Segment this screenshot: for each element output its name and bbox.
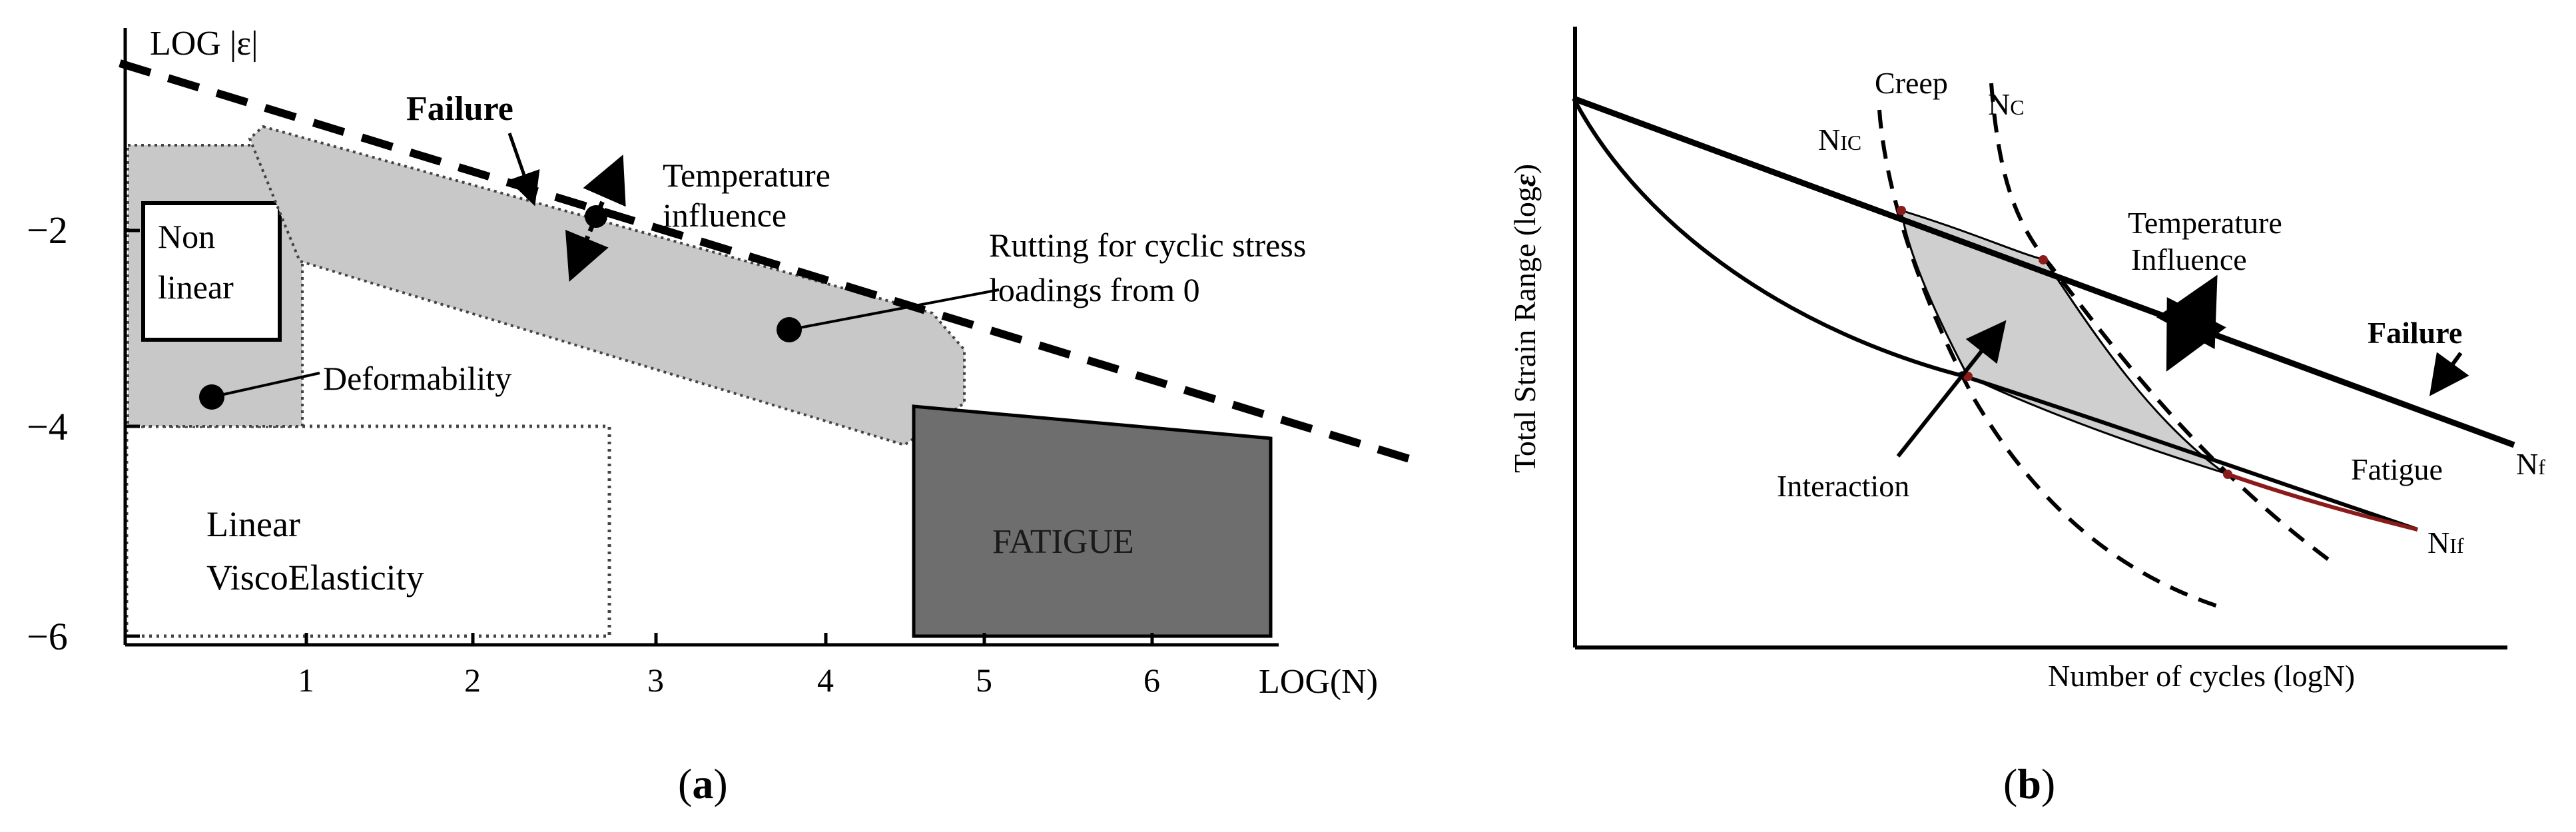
fatigue-curve-highlight (2227, 472, 2418, 532)
y-tick-label: −2 (27, 208, 68, 252)
nonlinear-label: linear (158, 268, 234, 306)
fatigue-label-b: Fatigue (2351, 452, 2443, 486)
temperature-arrow-up-b (2156, 274, 2218, 350)
rutting-leader (789, 288, 1000, 331)
caption-a-open: ( (678, 760, 693, 807)
panel-a: LOG |ε| LOG(N) −2 −4 −6 1 2 3 4 5 6 Fail… (27, 25, 1413, 701)
temperature-dot-a (585, 205, 607, 228)
x-tick-label: 2 (464, 661, 481, 699)
caption-b: (b) (2003, 759, 2055, 809)
y-axis-label-b: Total Strain Range (logε) (1508, 164, 1542, 473)
failure-label-b: Failure (2368, 316, 2462, 350)
nf-label: Nf (2516, 447, 2545, 481)
x-tick-label: 4 (817, 661, 834, 699)
influence-label-a: influence (663, 197, 787, 234)
failure-arrow-a (507, 133, 540, 207)
creep-label: Creep (1875, 66, 1948, 100)
y-tick-label: −6 (27, 615, 68, 658)
x-tick-label: 1 (298, 661, 314, 699)
nf-sub: f (2538, 455, 2545, 479)
panel-b: Creep NIC NC Temperature Influence Failu… (1508, 27, 2545, 693)
deformability-leader (211, 372, 320, 398)
nif-label: NIf (2427, 526, 2464, 560)
rutting-label: loadings from 0 (989, 271, 1200, 308)
linear-label: Linear (206, 504, 300, 544)
failure-label-a: Failure (406, 90, 513, 128)
creep-curve-nc (1989, 83, 2339, 568)
y-tick-label: −4 (27, 405, 68, 448)
failure-line-b (1572, 95, 2515, 448)
nonlinear-label: Non (158, 218, 215, 255)
x-tick-label: 5 (976, 661, 992, 699)
failure-arrow-b (2429, 352, 2469, 396)
nc-main: N (1988, 87, 2010, 121)
x-axis-label-b: Number of cycles (logN) (2048, 659, 2355, 693)
interaction-arrow (1896, 320, 2007, 458)
nf-main: N (2516, 447, 2538, 481)
x-tick-label: 6 (1143, 661, 1160, 699)
nc-sub: C (2010, 95, 2024, 119)
x-axis-label-a: LOG(N) (1259, 663, 1378, 701)
nif-main: N (2427, 526, 2449, 560)
nic-label: NIC (1818, 123, 1861, 157)
nic-sub: IC (1840, 131, 1861, 155)
viscoelasticity-label: ViscoElasticity (206, 558, 424, 598)
y-axis-label-prefix: Total Strain Range (log (1508, 187, 1542, 473)
fatigue-label-a: FATIGUE (992, 523, 1134, 561)
nic-main: N (1818, 123, 1840, 157)
nif-sub: If (2449, 534, 2464, 558)
caption-b-close: ) (2041, 760, 2056, 807)
failure-line (119, 59, 1413, 464)
creep-curve-nic (1877, 109, 2218, 608)
interaction-label: Interaction (1777, 469, 1909, 503)
caption-a-letter: a (692, 760, 714, 807)
caption-b-letter: b (2017, 760, 2041, 807)
caption-a-close: ) (713, 760, 728, 807)
caption-b-open: ( (2003, 760, 2018, 807)
nc-label: NC (1988, 87, 2025, 121)
deformability-label: Deformability (323, 360, 511, 397)
linear-viscoelasticity-region (125, 424, 611, 638)
intersection-marker (1897, 206, 1906, 215)
y-axis-label-symbol: ε (1508, 174, 1542, 187)
nonlinear-box (141, 201, 282, 342)
x-tick-label: 3 (647, 661, 664, 699)
caption-a: (a) (678, 759, 728, 809)
influence-label-b: Influence (2131, 242, 2247, 276)
y-axis-label-suffix: ) (1508, 164, 1542, 174)
intersection-marker (2039, 255, 2048, 264)
temperature-arrow-down-b (2166, 297, 2226, 372)
temperature-label-a: Temperature (663, 157, 830, 194)
y-axis-label-a: LOG |ε| (150, 25, 258, 63)
fatigue-region (912, 404, 1273, 638)
rutting-label: Rutting for cyclic stress (989, 226, 1306, 264)
temperature-label-b: Temperature (2128, 206, 2282, 240)
